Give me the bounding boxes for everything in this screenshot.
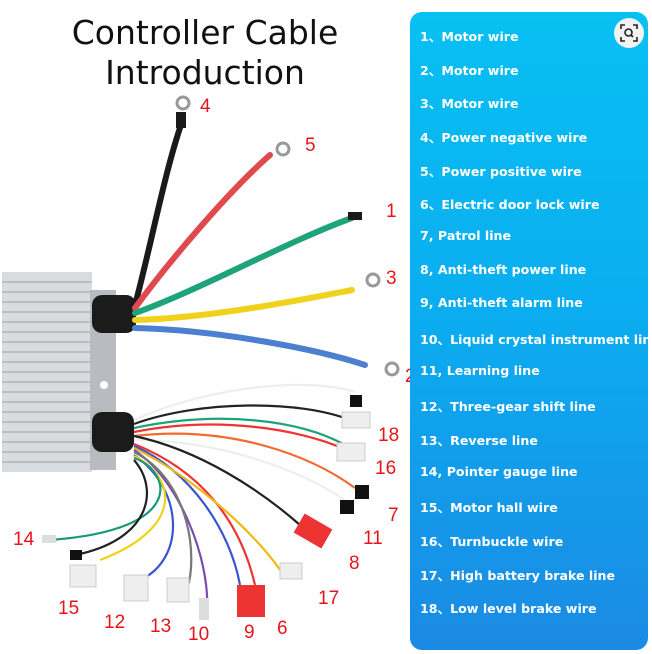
legend-item-17: 17、High battery brake line [420,568,616,583]
legend-item-11: 11, Learning line [420,363,540,378]
legend-item-18: 18、Low level brake wire [420,601,597,616]
callout-14: 14 [13,529,35,550]
title-line-2: Introduction [105,53,305,92]
cable-legend-panel: 1、Motor wire 2、Motor wire 3、Motor wire 4… [410,12,652,650]
callout-11: 11 [363,528,383,549]
callout-9: 9 [244,622,255,643]
callout-5: 5 [305,135,316,156]
callout-3: 3 [386,268,397,289]
callout-6: 6 [277,618,288,639]
connectors [42,395,371,620]
terminals [175,95,400,377]
legend-item-10: 10、Liquid crystal instrument line [420,332,652,347]
legend-item-8: 8, Anti-theft power line [420,262,587,277]
legend-item-3: 3、Motor wire [420,96,519,111]
visual-search-button[interactable] [614,18,644,48]
legend-item-2: 2、Motor wire [420,63,519,78]
thick-wires [132,119,368,368]
callout-7: 7 [388,505,399,526]
callout-15: 15 [58,598,80,619]
callout-13: 13 [150,616,172,637]
visual-search-icon [620,24,638,42]
controller-product-image [2,95,400,620]
legend-item-4: 4、Power negative wire [420,130,588,145]
callout-1: 1 [386,201,397,222]
legend-item-15: 15、Motor hall wire [420,500,558,515]
title-line-1: Controller Cable [71,13,339,52]
legend-item-14: 14, Pointer gauge line [420,464,578,479]
callout-12: 12 [104,612,126,633]
thin-wires [49,383,356,611]
callout-16: 16 [375,458,397,479]
legend-item-5: 5、Power positive wire [420,164,582,179]
callout-8: 8 [349,553,360,574]
callout-2: 2 [405,366,410,388]
legend-item-13: 13、Reverse line [420,433,538,448]
controller-heatsink [2,272,136,472]
callout-18: 18 [378,425,400,446]
legend-item-1: 1、Motor wire [420,29,519,44]
legend-item-7: 7, Patrol line [420,228,512,243]
callout-17: 17 [318,588,340,609]
legend-item-6: 6、Electric door lock wire [420,197,600,212]
callout-4: 4 [200,96,211,117]
legend-item-9: 9, Anti-theft alarm line [420,295,583,310]
callout-10: 10 [188,624,210,645]
legend-item-16: 16、Turnbuckle wire [420,534,564,549]
legend-item-12: 12、Three-gear shift line [420,399,596,414]
